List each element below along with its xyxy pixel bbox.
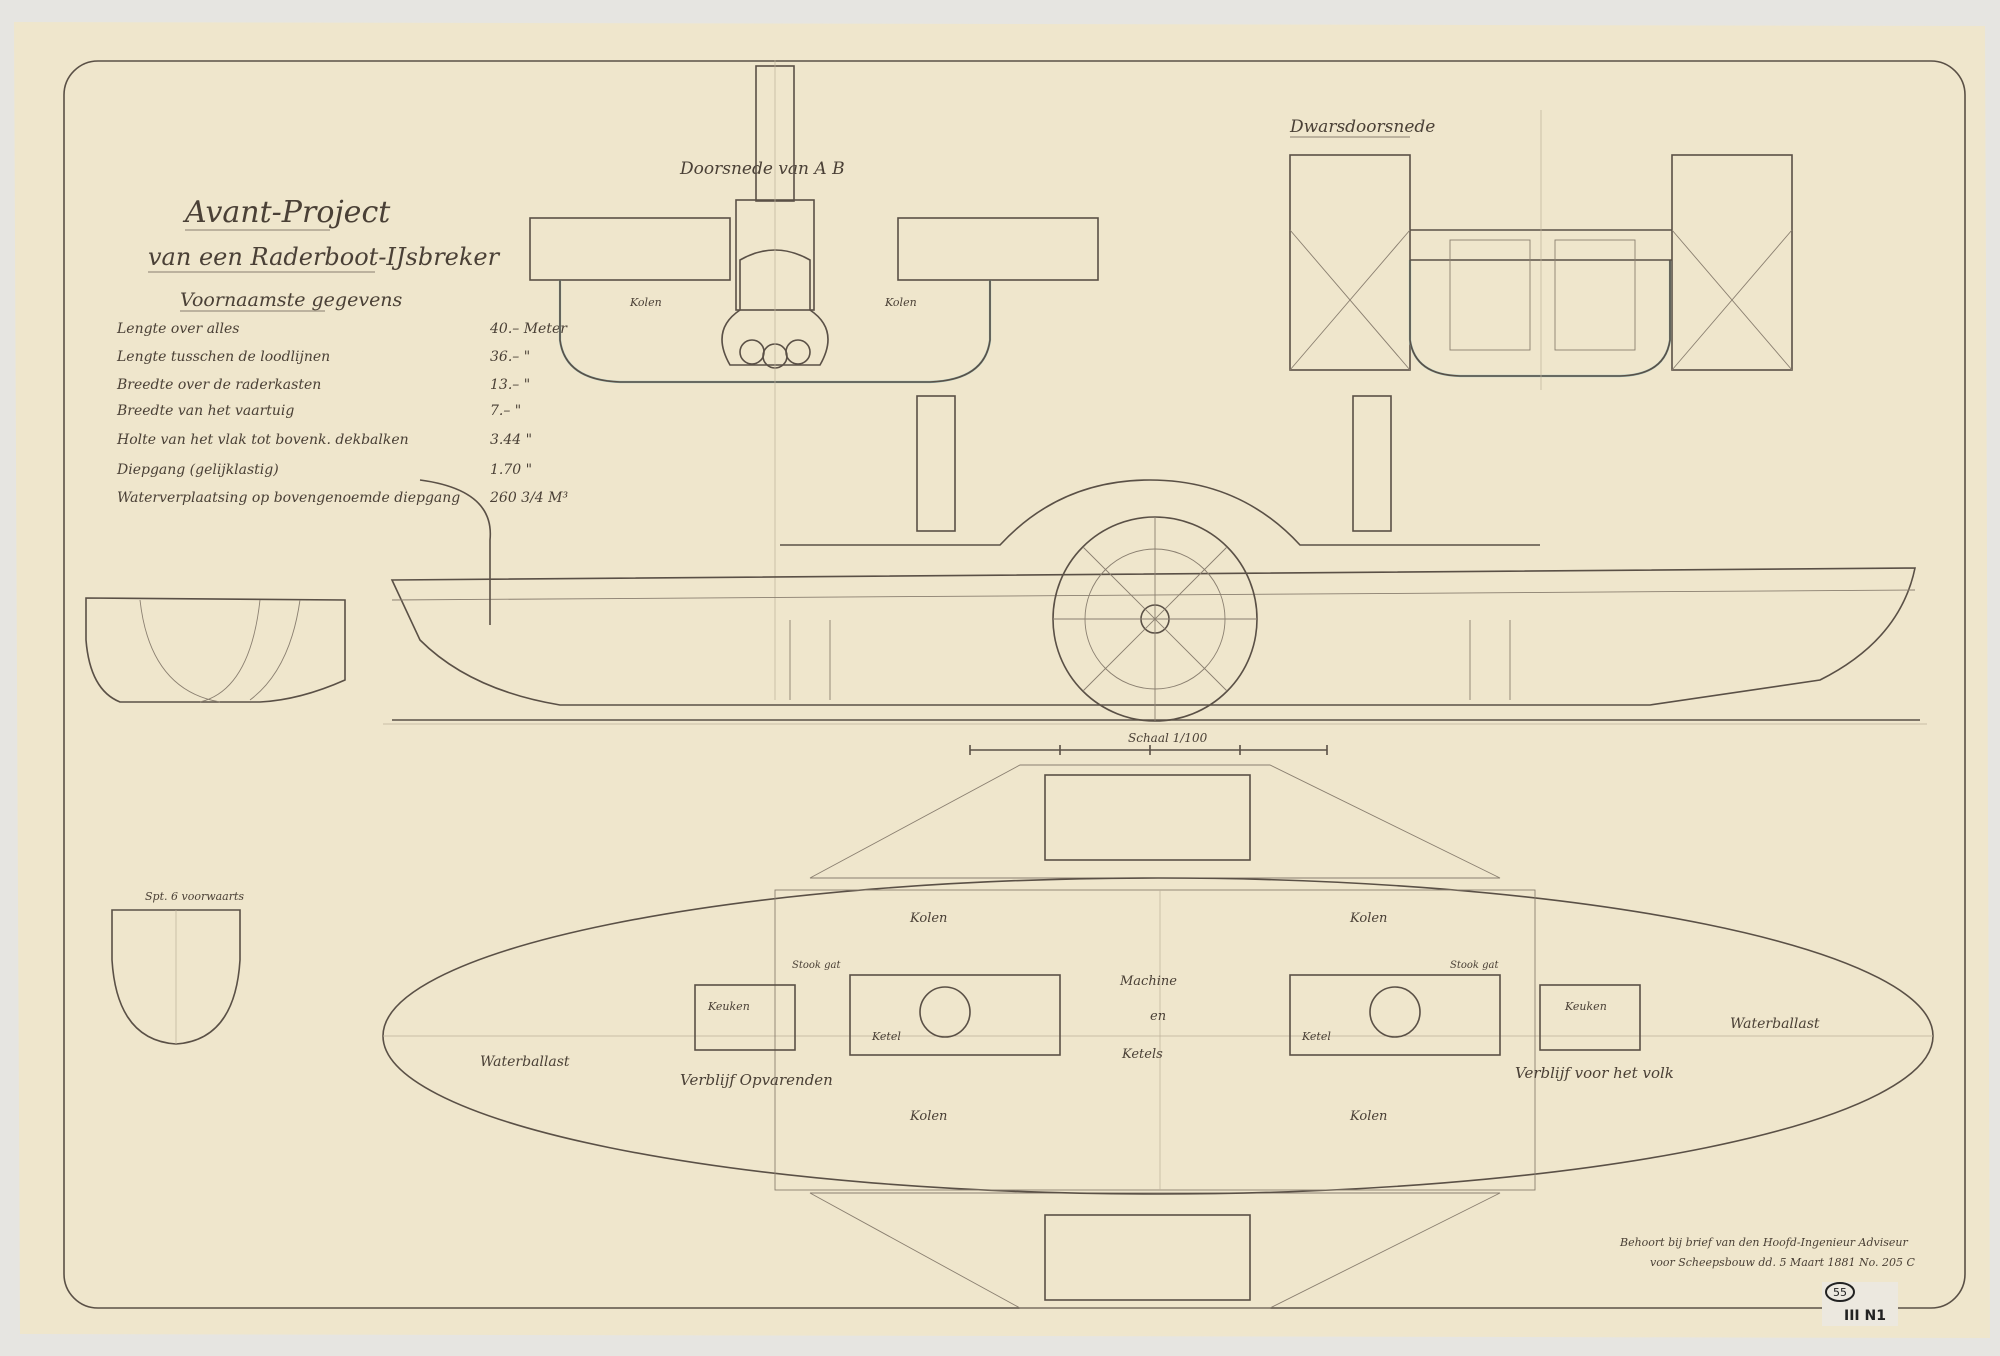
spec-label: Breedte over de raderkasten (116, 377, 321, 393)
spec-label: Lengte over alles (116, 321, 239, 337)
plan-keuken: Keuken (1564, 1000, 1607, 1013)
section-ab-label: Doorsnede van A B (679, 159, 845, 179)
spec-label: Holte van het vlak tot bovenk. dekbalken (116, 432, 409, 448)
spec-value: 1.70 " (490, 462, 532, 478)
scale-label: Schaal 1/100 (1128, 731, 1208, 745)
small-section-view: Spt. 6 voorwaarts (111, 890, 244, 1045)
stamp-code: III N1 (1844, 1308, 1886, 1324)
archive-label: 55 III N1 (1822, 1282, 1898, 1326)
spec-value: 13.– " (490, 377, 530, 393)
plan-kolen: Kolen (1349, 1109, 1387, 1124)
plan-ketels: Ketels (1121, 1047, 1163, 1062)
spec-label: Lengte tusschen de loodlijnen (116, 349, 330, 365)
paper-sheet (14, 22, 1990, 1338)
plan-machine: Machine (1119, 974, 1177, 989)
spec-value: 40.– Meter (489, 321, 568, 337)
stamp-number: 55 (1833, 1286, 1847, 1299)
spec-label: Waterverplaatsing op bovengenoemde diepg… (117, 490, 460, 506)
kolen-label: Kolen (884, 296, 917, 309)
spec-value: 7.– " (490, 403, 521, 419)
approval-note: Behoort bij brief van den Hoofd-Ingenieu… (1619, 1236, 1916, 1269)
specs-table: Lengte over alles 40.– Meter Lengte tuss… (116, 321, 568, 506)
specs-subtitle: Voornaamste gegevens (180, 289, 403, 311)
spec-label: Breedte van het vaartuig (116, 403, 294, 419)
scale-bar: Schaal 1/100 (969, 731, 1328, 755)
title-line1: Avant-Project (182, 195, 391, 230)
plan-waterballast: Waterballast (480, 1054, 570, 1070)
spec-value: 260 3/4 M³ (489, 490, 568, 506)
drawing-border (63, 60, 1966, 1309)
plan-en: en (1150, 1009, 1166, 1024)
small-section-label: Spt. 6 voorwaarts (145, 890, 244, 903)
deck-plan-view: Kolen Kolen Kolen Kolen Machine en Ketel… (382, 764, 1934, 1309)
plan-keuken: Keuken (707, 1000, 750, 1013)
spec-value: 3.44 " (490, 432, 532, 448)
plan-stookgat: Stook gat (1450, 960, 1500, 971)
body-plan-view (85, 597, 346, 703)
plan-verblijf-volk: Verblijf voor het volk (1515, 1064, 1674, 1082)
note-line1: Behoort bij brief van den Hoofd-Ingenieu… (1619, 1236, 1909, 1249)
plan-kolen: Kolen (909, 1109, 947, 1124)
cross-section-label: Dwarsdoorsnede (1289, 117, 1435, 137)
plan-kolen: Kolen (1349, 911, 1387, 926)
cross-section-view: Dwarsdoorsnede (1289, 110, 1793, 390)
side-elevation-view (383, 395, 1927, 725)
plan-ketel: Ketel (1301, 1030, 1331, 1043)
plan-ketel: Ketel (871, 1030, 901, 1043)
spec-value: 36.– " (490, 349, 530, 365)
spec-label: Diepgang (gelijklastig) (116, 462, 279, 478)
title-line2: van een Raderboot-IJsbreker (148, 243, 501, 271)
note-line2: voor Scheepsbouw dd. 5 Maart 1881 No. 20… (1650, 1256, 1916, 1269)
kolen-label: Kolen (629, 296, 662, 309)
plan-waterballast: Waterballast (1730, 1016, 1820, 1032)
plan-stookgat: Stook gat (792, 960, 842, 971)
plan-verblijf-opvarenden: Verblijf Opvarenden (680, 1071, 833, 1089)
section-ab-view: Doorsnede van A B Kolen Kolen (529, 60, 1099, 700)
plan-kolen: Kolen (909, 911, 947, 926)
